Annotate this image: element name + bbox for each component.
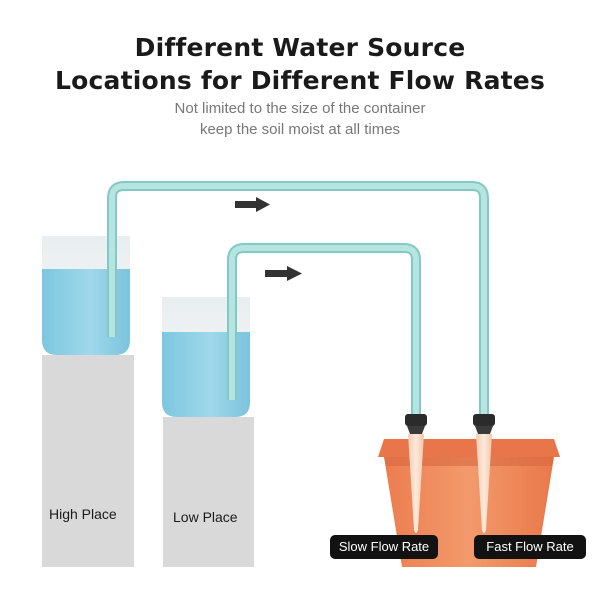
high-place-label: High Place	[49, 506, 117, 522]
right-arrow-icon	[265, 266, 302, 281]
watering-spike-icon	[473, 414, 495, 533]
low-tube	[227, 243, 421, 418]
title-line-2: Locations for Different Flow Rates	[54, 66, 546, 95]
low-place-stand	[163, 417, 254, 567]
right-arrow-icon	[235, 197, 270, 212]
high-place-stand	[42, 355, 134, 567]
title-line-1: Different Water Source	[134, 33, 466, 62]
low-place-label: Low Place	[173, 509, 238, 525]
fast-flow-badge: Fast Flow Rate	[474, 535, 586, 559]
subtitle-line-1: Not limited to the size of the container	[174, 100, 426, 117]
slow-flow-badge: Slow Flow Rate	[330, 535, 438, 559]
watering-spike-icon	[405, 414, 427, 533]
subtitle-line-2: keep the soil moist at all times	[199, 121, 401, 138]
